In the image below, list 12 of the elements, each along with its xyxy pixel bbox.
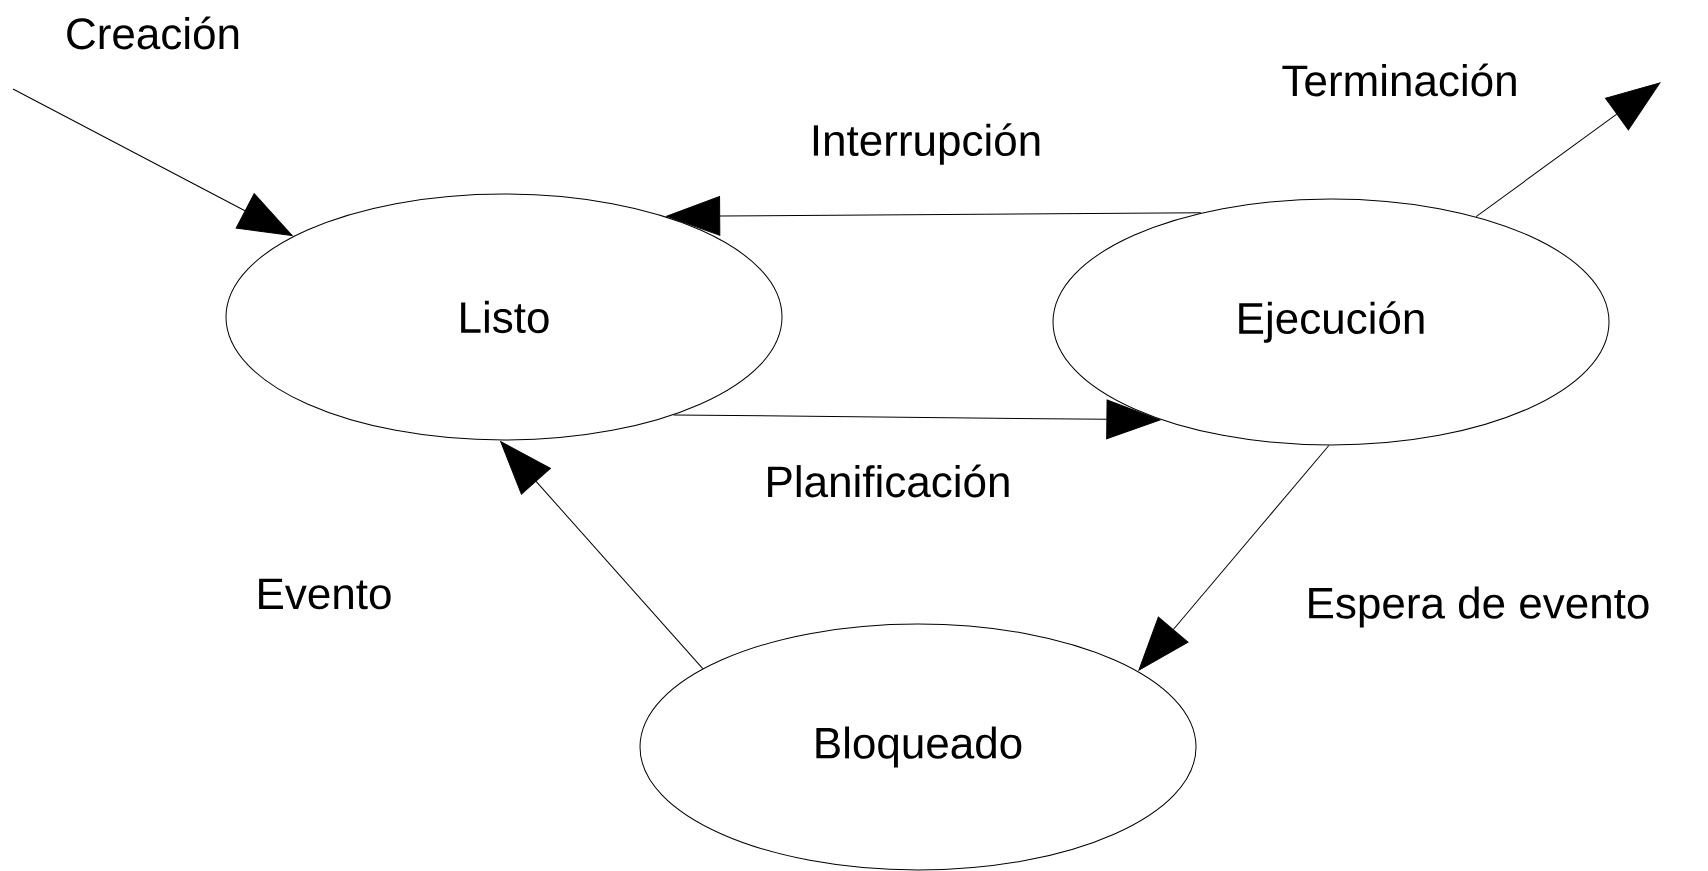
arrow — [12, 88, 293, 236]
arrow — [673, 399, 1161, 440]
edge-label: Terminación — [1282, 63, 1516, 97]
edge-label: Creación — [67, 16, 239, 50]
arrow — [500, 441, 704, 670]
edge-label: Interrupción — [813, 123, 1040, 165]
edge-label: Espera de evento — [1309, 586, 1649, 628]
arrow — [1475, 82, 1661, 218]
edge-label: Planificación — [768, 464, 1009, 498]
arrow — [1138, 445, 1330, 671]
edge-label: Evento — [259, 578, 391, 610]
arrow — [666, 196, 1202, 236]
